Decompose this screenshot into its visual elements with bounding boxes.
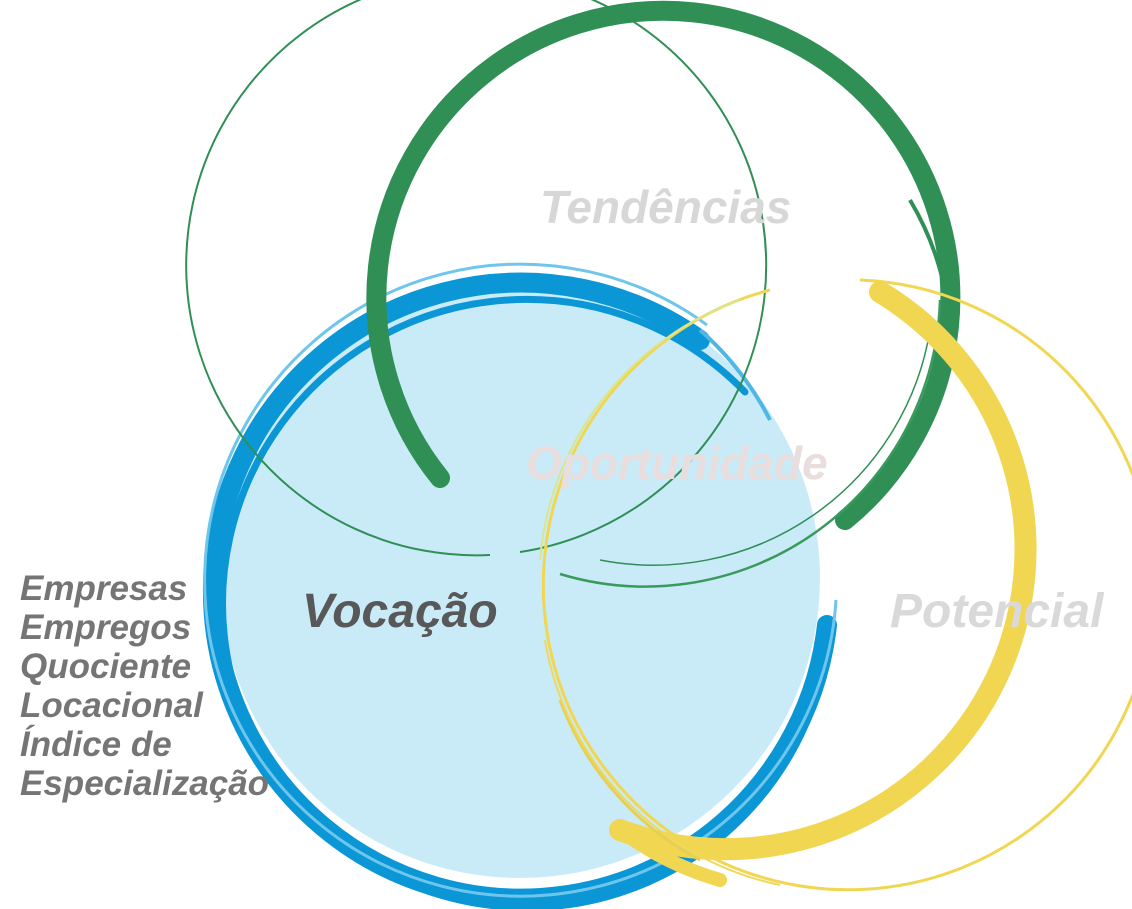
indicator-item: Empregos — [20, 608, 192, 647]
indicator-item: Quociente — [20, 647, 192, 686]
tendencias-label: Tendências — [540, 181, 792, 233]
vocacao-indicators-list: Empresas Empregos Quociente Locacional Í… — [20, 569, 269, 803]
indicator-item: Índice de — [20, 725, 172, 764]
indicator-item: Especialização — [20, 764, 270, 803]
indicator-item: Locacional — [20, 686, 203, 725]
vocacao-label: Vocação — [302, 585, 498, 638]
indicator-item: Empresas — [20, 569, 188, 608]
vocacao-circle — [202, 262, 838, 909]
potencial-label: Potencial — [890, 585, 1104, 638]
oportunidade-label: Oportunidade — [526, 437, 828, 489]
potencial-circle — [539, 278, 1132, 892]
